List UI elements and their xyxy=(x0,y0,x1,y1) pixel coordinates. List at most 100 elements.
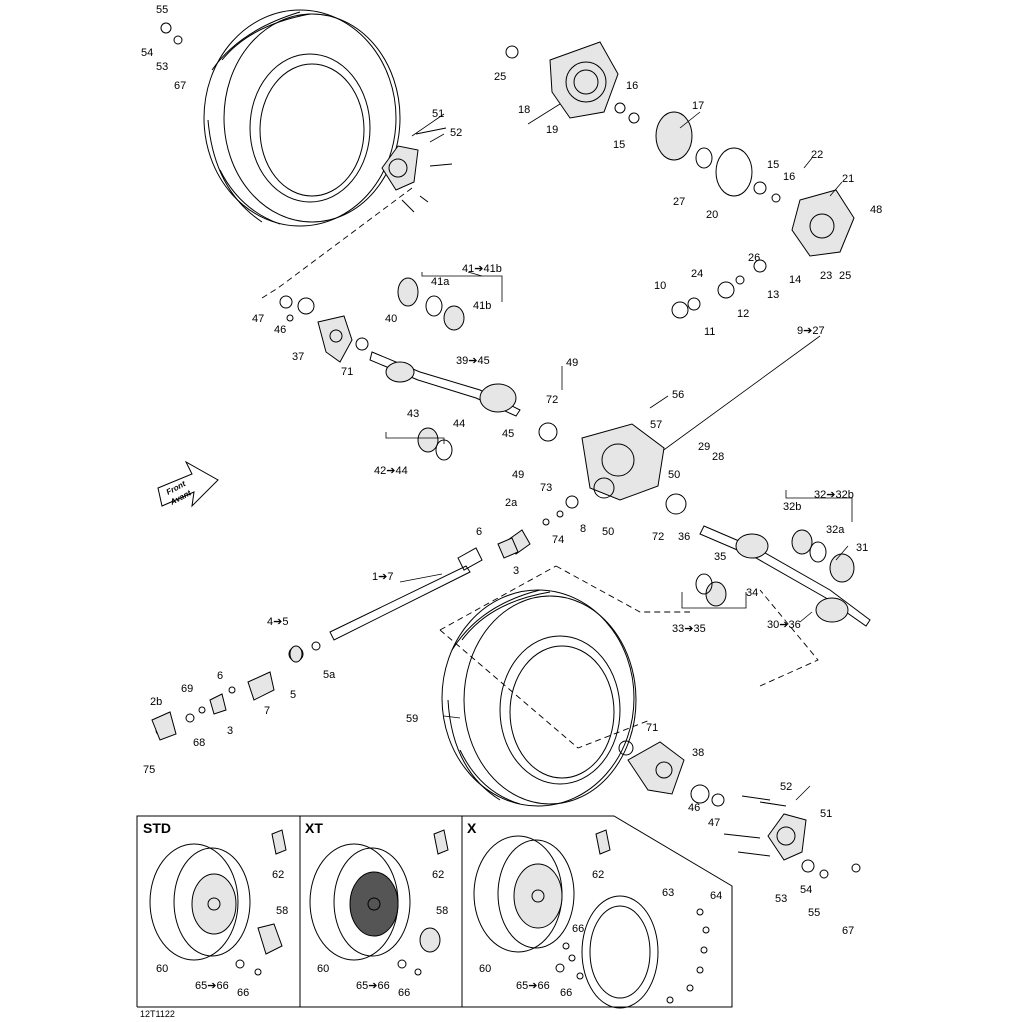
callout-27: 27 xyxy=(673,196,685,208)
callout-72: 72 xyxy=(546,394,558,406)
callout-numbers: 55 54 53 67 25 18 19 16 17 15 15 16 22 2… xyxy=(141,4,882,937)
small-hardware xyxy=(155,22,861,879)
callout-20: 20 xyxy=(706,209,718,221)
std-callout-62: 62 xyxy=(272,869,284,881)
callout-29: 29 xyxy=(698,441,710,453)
callout-72: 72 xyxy=(652,531,664,543)
callout-32a: 32a xyxy=(826,524,845,536)
callout-7: 7 xyxy=(264,705,270,717)
callout-9-27: 9➔27 xyxy=(797,325,825,337)
panel-x: X 62 63 64 66 60 65➔66 66 xyxy=(467,820,722,1009)
callout-52: 52 xyxy=(780,781,792,793)
callout-74: 74 xyxy=(552,534,564,546)
callout-47: 47 xyxy=(708,817,720,829)
callout-33-35: 33➔35 xyxy=(672,623,706,635)
callout-53: 53 xyxy=(775,893,787,905)
callout-6: 6 xyxy=(476,526,482,538)
callout-4-5: 4➔5 xyxy=(267,616,288,628)
callout-50: 50 xyxy=(602,526,614,538)
callout-67: 67 xyxy=(842,925,854,937)
callout-71: 71 xyxy=(341,366,353,378)
xt-callout-60: 60 xyxy=(317,963,329,975)
callout-26: 26 xyxy=(748,252,760,264)
callout-25: 25 xyxy=(839,270,851,282)
callout-71: 71 xyxy=(646,722,658,734)
callout-15: 15 xyxy=(613,139,625,151)
callout-30-36: 30➔36 xyxy=(767,619,801,631)
callout-54: 54 xyxy=(141,47,153,59)
ring-gear xyxy=(655,111,753,197)
knuckle-upper xyxy=(317,315,353,363)
callout-25: 25 xyxy=(494,71,506,83)
callout-15: 15 xyxy=(767,159,779,171)
std-callout-60: 60 xyxy=(156,963,168,975)
x-callout-65-66: 65➔66 xyxy=(516,980,550,992)
callout-69: 69 xyxy=(181,683,193,695)
callout-48: 48 xyxy=(870,204,882,216)
x-callout-66: 66 xyxy=(572,923,584,935)
callout-44: 44 xyxy=(453,418,465,430)
callout-19: 19 xyxy=(546,124,558,136)
callout-2b: 2b xyxy=(150,696,162,708)
callout-73: 73 xyxy=(540,482,552,494)
callout-46: 46 xyxy=(688,802,700,814)
callout-37: 37 xyxy=(292,351,304,363)
callout-32b: 32b xyxy=(783,501,801,513)
callout-38: 38 xyxy=(692,747,704,759)
callout-57: 57 xyxy=(650,419,662,431)
callout-41b: 41b xyxy=(473,300,491,312)
assembly-guide-lines xyxy=(261,187,821,749)
tire-upper xyxy=(203,9,401,227)
callout-41a: 41a xyxy=(431,276,450,288)
x-callout-62: 62 xyxy=(592,869,604,881)
x-callout-64: 64 xyxy=(710,890,722,902)
callout-8: 8 xyxy=(580,523,586,535)
callout-3: 3 xyxy=(513,565,519,577)
rear-gearbox xyxy=(549,41,619,119)
front-differential xyxy=(581,423,665,501)
callout-34: 34 xyxy=(746,587,758,599)
x-callout-63: 63 xyxy=(662,887,674,899)
std-callout-66: 66 xyxy=(237,987,249,999)
panel-title-std: STD xyxy=(143,820,171,836)
callout-5: 5 xyxy=(290,689,296,701)
callout-67: 67 xyxy=(174,80,186,92)
callout-16: 16 xyxy=(626,80,638,92)
callout-49: 49 xyxy=(566,357,578,369)
std-callout-58: 58 xyxy=(276,905,288,917)
driveshaft-upper xyxy=(286,314,521,417)
xt-callout-66: 66 xyxy=(398,987,410,999)
x-callout-60: 60 xyxy=(479,963,491,975)
hub-upper xyxy=(381,127,453,213)
xt-callout-62: 62 xyxy=(432,869,444,881)
callout-51: 51 xyxy=(820,808,832,820)
callout-13: 13 xyxy=(767,289,779,301)
callout-23: 23 xyxy=(820,270,832,282)
callout-41-41b: 41➔41b xyxy=(462,263,502,275)
callout-50: 50 xyxy=(668,469,680,481)
callout-5a: 5a xyxy=(323,669,336,681)
pinion-housing xyxy=(791,189,855,257)
drawing-code: 12T1122 xyxy=(140,1009,175,1019)
xt-callout-58: 58 xyxy=(436,905,448,917)
callout-10: 10 xyxy=(654,280,666,292)
callout-24: 24 xyxy=(691,268,703,280)
driveshaft-main xyxy=(329,547,483,641)
panel-title-xt: XT xyxy=(305,820,323,836)
panel-xt: XT 62 58 60 65➔66 66 xyxy=(305,820,449,999)
callout-45: 45 xyxy=(502,428,514,440)
driveshaft-right xyxy=(699,525,871,627)
wheel-bearings xyxy=(279,295,725,807)
callout-18: 18 xyxy=(518,104,530,116)
callout-53: 53 xyxy=(156,61,168,73)
front-orientation-arrow: Front Avant xyxy=(157,460,219,508)
callout-22: 22 xyxy=(811,149,823,161)
callout-28: 28 xyxy=(712,451,724,463)
callout-32-32b: 32➔32b xyxy=(814,489,854,501)
callout-55: 55 xyxy=(808,907,820,919)
callout-1-7: 1➔7 xyxy=(372,571,393,583)
callout-36: 36 xyxy=(678,531,690,543)
cv-boots xyxy=(289,277,855,663)
callout-12: 12 xyxy=(737,308,749,320)
callout-17: 17 xyxy=(692,100,704,112)
